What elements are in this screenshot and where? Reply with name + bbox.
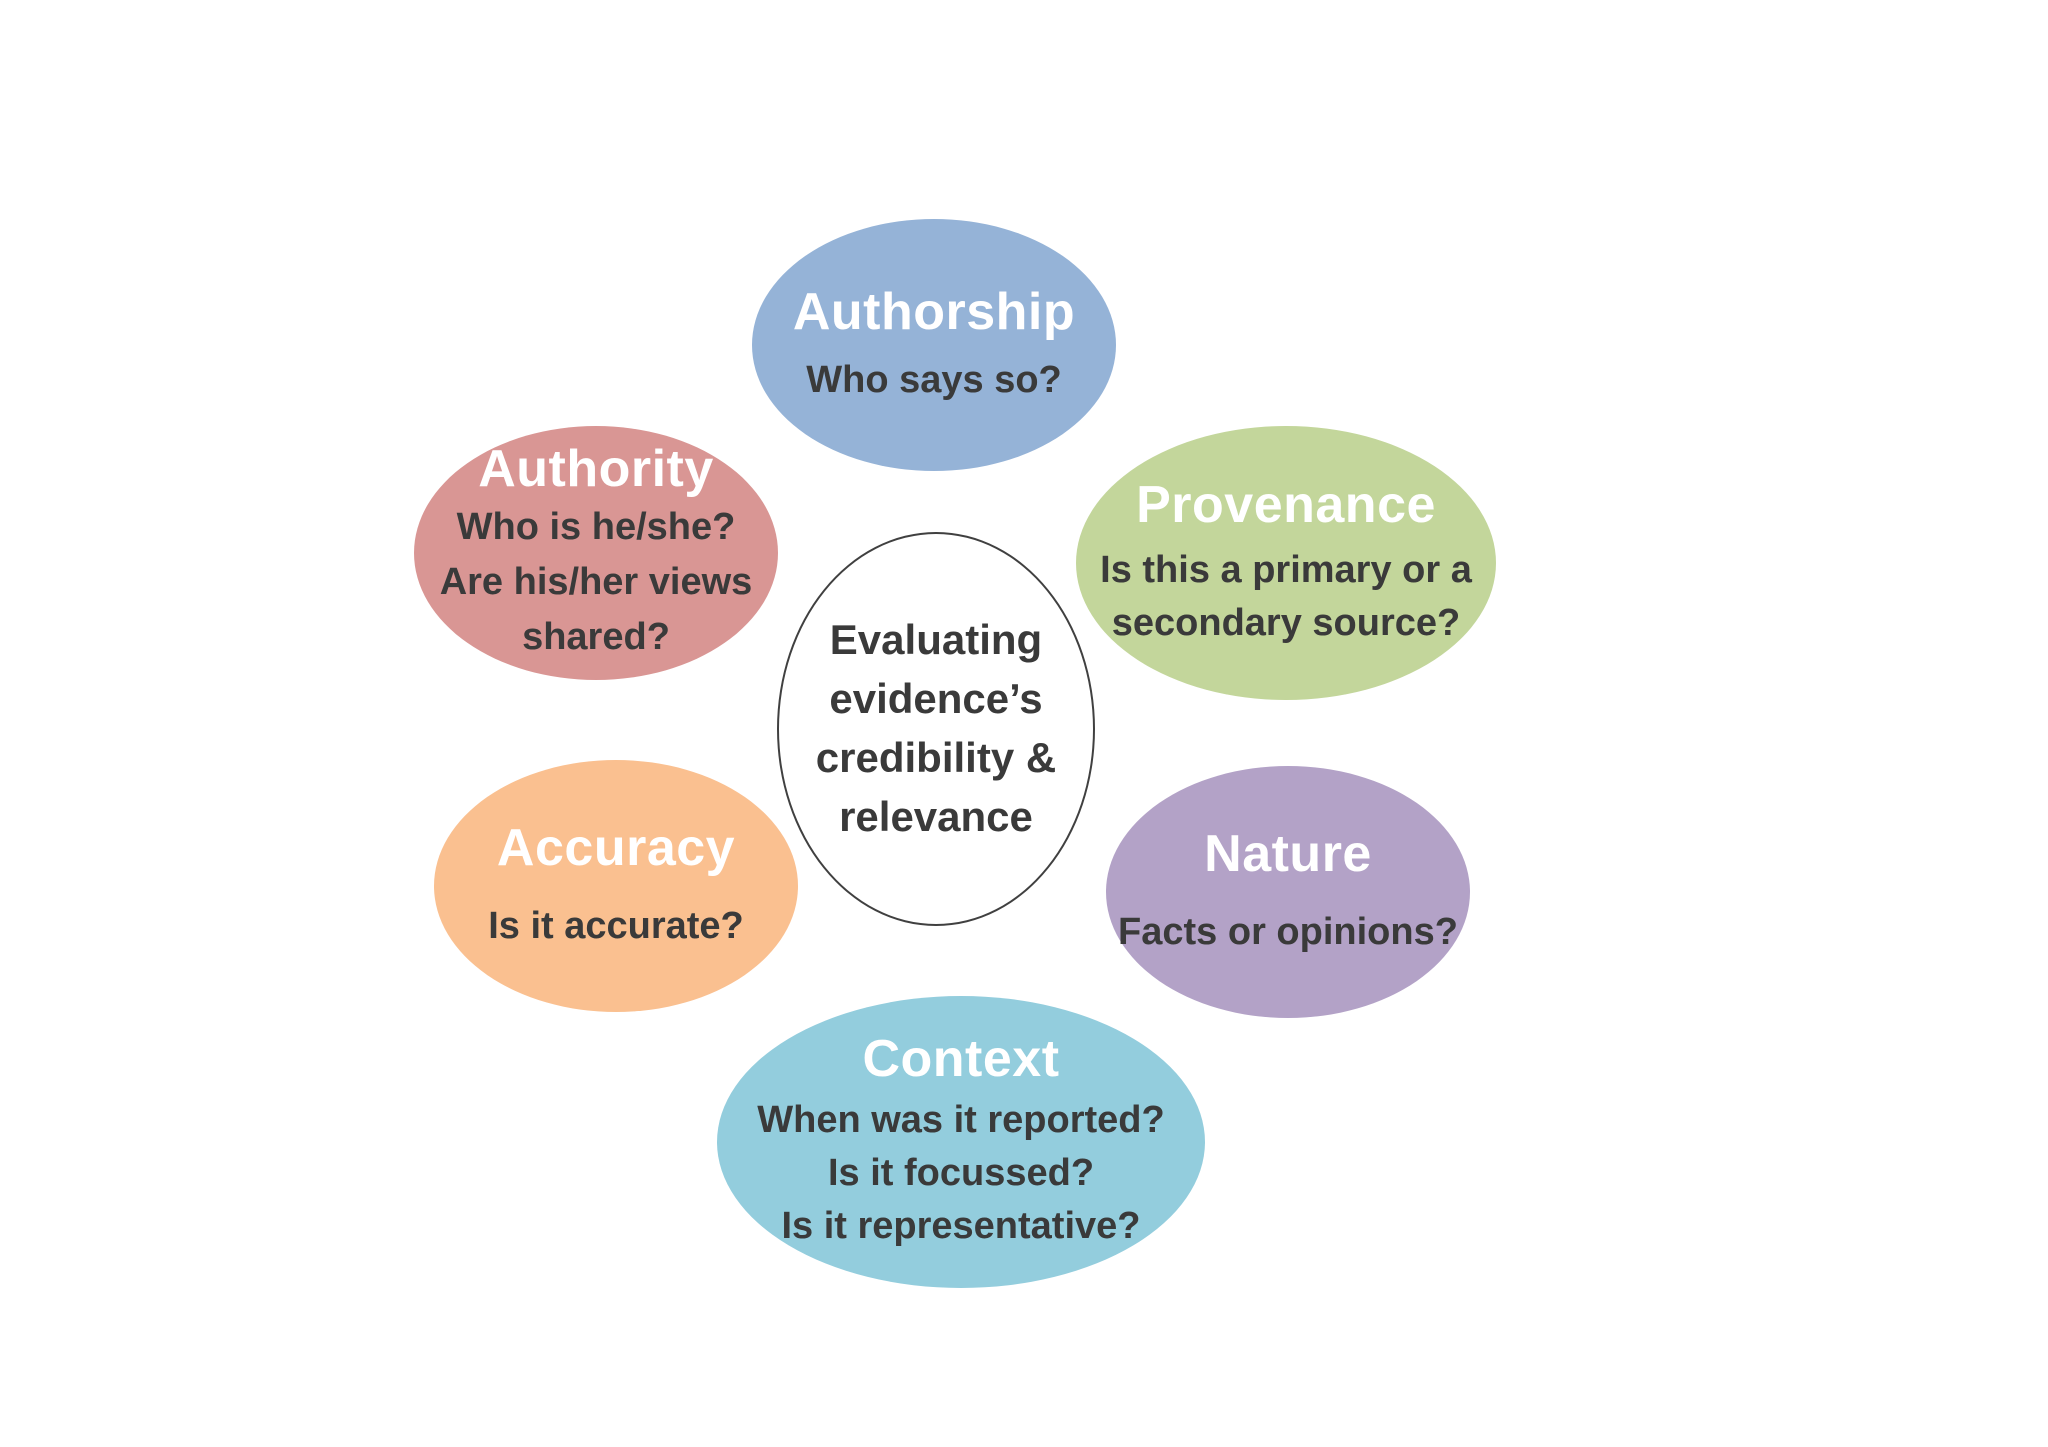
provenance-title: Provenance xyxy=(1136,475,1436,534)
center-line-1: Evaluating xyxy=(829,616,1043,664)
authority-question-1: Who is he/she? xyxy=(456,506,736,549)
authority-title: Authority xyxy=(478,440,714,499)
nature-question-1: Facts or opinions? xyxy=(1118,911,1458,954)
authority-question-3: shared? xyxy=(522,616,670,659)
authorship-title: Authorship xyxy=(792,282,1076,341)
context-title: Context xyxy=(862,1030,1060,1089)
context-question-3: Is it representative? xyxy=(781,1205,1141,1248)
accuracy-question-1: Is it accurate? xyxy=(488,905,744,948)
context-question-2: Is it focussed? xyxy=(827,1152,1095,1195)
provenance-node: Provenance Is this a primary or a second… xyxy=(1076,426,1496,700)
accuracy-title: Accuracy xyxy=(496,818,736,877)
center-node: Evaluating evidence’s credibility & rele… xyxy=(777,532,1095,926)
authority-question-2: Are his/her views xyxy=(439,561,753,604)
authority-node: Authority Who is he/she? Are his/her vie… xyxy=(414,426,778,680)
accuracy-node: Accuracy Is it accurate? xyxy=(434,760,798,1012)
nature-title: Nature xyxy=(1204,824,1372,883)
center-line-4: relevance xyxy=(839,792,1033,840)
nature-node: Nature Facts or opinions? xyxy=(1106,766,1470,1018)
provenance-question-2: secondary source? xyxy=(1111,601,1461,644)
provenance-question-1: Is this a primary or a xyxy=(1100,548,1472,591)
context-node: Context When was it reported? Is it focu… xyxy=(717,996,1205,1288)
center-line-3: credibility & xyxy=(815,734,1057,781)
authorship-question-1: Who says so? xyxy=(806,359,1062,402)
center-line-2: evidence’s xyxy=(829,675,1043,723)
context-question-1: When was it reported? xyxy=(757,1099,1165,1142)
authorship-node: Authorship Who says so? xyxy=(752,219,1116,471)
